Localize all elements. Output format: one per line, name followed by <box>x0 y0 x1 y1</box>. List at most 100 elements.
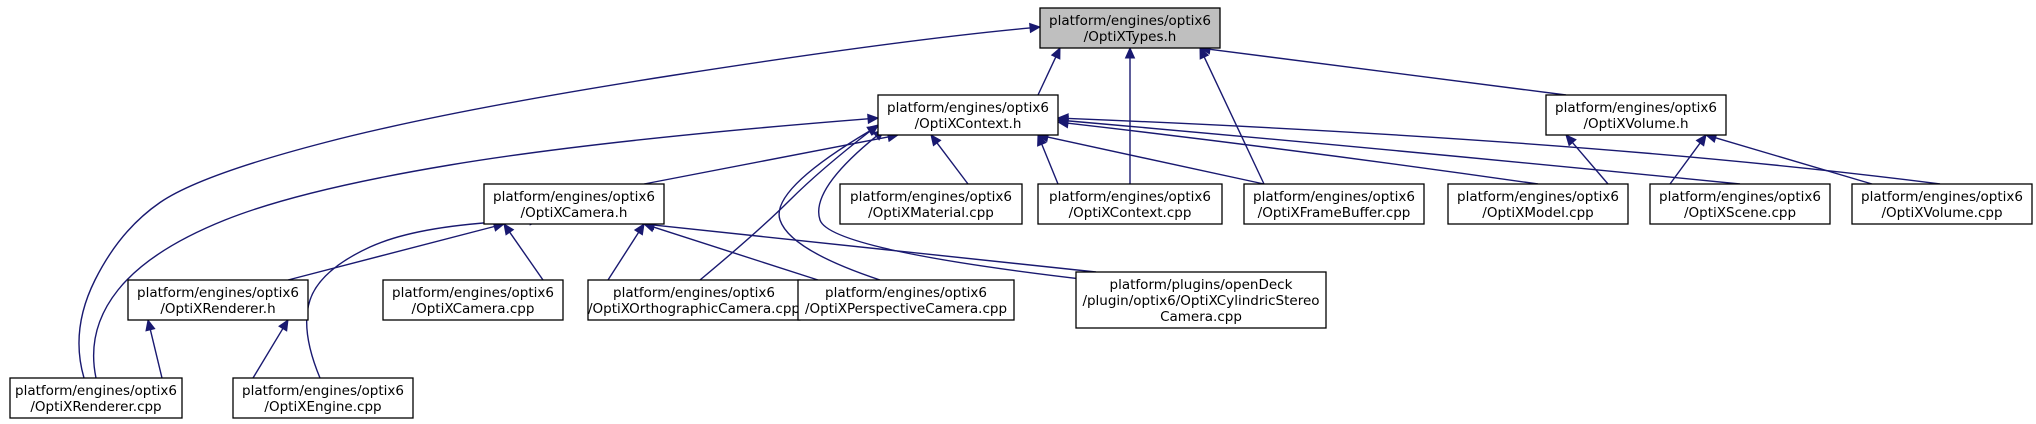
arrowhead-icon <box>1695 134 1707 147</box>
node-label-line: /OptiXModel.cpp <box>1482 205 1593 221</box>
node-volume-h[interactable]: platform/engines/optix6/OptiXVolume.h <box>1545 94 1727 136</box>
node-label-line: platform/engines/optix6 <box>1861 189 2023 205</box>
node-label-line: /OptiXOrthographicCamera.cpp <box>588 301 800 317</box>
edge-line <box>1571 142 1609 185</box>
edge-camera_cpp-to-camera_h <box>503 223 544 281</box>
arrowhead-icon <box>1565 134 1577 147</box>
node-label-line: platform/engines/optix6 <box>392 285 554 301</box>
arrowhead-icon <box>633 222 645 236</box>
node-types[interactable]: platform/engines/optix6/OptiXTypes.h <box>1039 7 1221 49</box>
edge-line <box>287 225 495 281</box>
node-label-line: platform/plugins/openDeck <box>1110 277 1293 293</box>
edge-line <box>149 329 163 379</box>
node-label-line: platform/engines/optix6 <box>1049 189 1211 205</box>
node-box <box>382 279 564 321</box>
node-context-cpp[interactable]: platform/engines/optix6/OptiXContext.cpp <box>1037 183 1223 225</box>
node-box <box>797 279 1015 321</box>
arrowhead-icon <box>1050 46 1061 60</box>
node-box <box>1447 183 1629 225</box>
node-context-h[interactable]: platform/engines/optix6/OptiXContext.h <box>877 94 1059 136</box>
node-engine-cpp[interactable]: platform/engines/optix6/OptiXEngine.cpp <box>232 377 414 419</box>
edge-line <box>818 135 1091 281</box>
node-label-line: /OptiXContext.h <box>915 116 1022 132</box>
node-box <box>1851 183 2033 225</box>
edge-line <box>1715 137 1873 185</box>
arrowhead-icon <box>930 134 942 147</box>
edge-persp_cpp-to-context_h <box>778 125 881 281</box>
node-box <box>587 279 801 321</box>
edge-volume_cpp-to-volume_h <box>1704 132 1873 185</box>
edge-context_cpp-to-context_h <box>1037 133 1059 185</box>
edge-line <box>252 328 284 379</box>
node-label-line: /OptiXRenderer.h <box>160 301 275 317</box>
node-box <box>877 94 1059 136</box>
edge-line <box>1669 142 1701 185</box>
node-label-line: platform/engines/optix6 <box>887 100 1049 116</box>
node-renderer-h[interactable]: platform/engines/optix6/OptiXRenderer.h <box>127 279 309 321</box>
node-box <box>839 183 1023 225</box>
node-label-line: /OptiXPerspectiveCamera.cpp <box>805 301 1007 317</box>
arrowhead-icon <box>278 318 289 332</box>
edge-framebuffer_cpp-to-types <box>1199 46 1265 185</box>
graph-edges <box>78 22 1941 379</box>
graph-nodes: platform/engines/optix6/OptiXTypes.hplat… <box>9 7 2033 419</box>
edge-line <box>643 136 889 185</box>
node-label-line: /OptiXEngine.cpp <box>264 399 381 415</box>
node-label-line: platform/engines/optix6 <box>825 285 987 301</box>
edge-camera_h-to-context_h <box>643 131 900 185</box>
node-label-line: /OptiXTypes.h <box>1084 29 1177 45</box>
node-box <box>1037 183 1223 225</box>
node-renderer-cpp[interactable]: platform/engines/optix6/OptiXRenderer.cp… <box>9 377 183 419</box>
edge-line <box>92 118 869 379</box>
node-cyl-cpp[interactable]: platform/plugins/openDeck/plugin/optix6/… <box>1075 271 1327 329</box>
node-box <box>1649 183 1831 225</box>
node-persp-cpp[interactable]: platform/engines/optix6/OptiXPerspective… <box>797 279 1015 321</box>
edge-renderer_cpp-to-renderer_h <box>145 318 163 379</box>
edge-renderer_h-to-camera_h <box>287 221 506 281</box>
edge-ortho_cpp-to-camera_h <box>607 222 645 281</box>
edge-persp_cpp-to-camera_h <box>642 222 819 281</box>
node-label-line: platform/engines/optix6 <box>1659 189 1821 205</box>
node-label-line: platform/engines/optix6 <box>1049 13 1211 29</box>
edge-line <box>1203 56 1265 185</box>
edge-line <box>1067 117 1941 185</box>
edge-model_cpp-to-volume_h <box>1565 134 1609 185</box>
edge-scene_cpp-to-volume_h <box>1669 134 1707 185</box>
arrowhead-icon <box>1056 113 1069 124</box>
node-volume-cpp[interactable]: platform/engines/optix6/OptiXVolume.cpp <box>1851 183 2033 225</box>
node-box <box>483 183 665 225</box>
node-label-line: platform/engines/optix6 <box>137 285 299 301</box>
node-label-line: /OptiXMaterial.cpp <box>868 205 994 221</box>
edge-volume_cpp-to-context_h <box>1056 113 1941 185</box>
node-label-line: /OptiXVolume.h <box>1583 116 1688 132</box>
edge-line <box>653 226 819 281</box>
node-label-line: platform/engines/optix6 <box>1555 100 1717 116</box>
node-label-line: platform/engines/optix6 <box>850 189 1012 205</box>
arrowhead-icon <box>1037 133 1047 147</box>
node-label-line: /OptiXVolume.cpp <box>1881 205 2002 221</box>
node-scene-cpp[interactable]: platform/engines/optix6/OptiXScene.cpp <box>1649 183 1831 225</box>
node-material-cpp[interactable]: platform/engines/optix6/OptiXMaterial.cp… <box>839 183 1023 225</box>
edge-line <box>78 27 1031 379</box>
edge-line <box>699 130 871 281</box>
node-box <box>1545 94 1727 136</box>
edge-context_h-to-types <box>1037 46 1061 96</box>
node-label-line: /OptiXCamera.h <box>521 205 628 221</box>
node-box <box>232 377 414 419</box>
node-label-line: /OptiXContext.cpp <box>1069 205 1192 221</box>
node-label-line: platform/engines/optix6 <box>1253 189 1415 205</box>
node-ortho-cpp[interactable]: platform/engines/optix6/OptiXOrthographi… <box>587 279 801 321</box>
node-label-line: platform/engines/optix6 <box>242 383 404 399</box>
node-label-line: /OptiXScene.cpp <box>1684 205 1796 221</box>
node-box <box>1075 271 1327 329</box>
edge-line <box>1209 48 1567 96</box>
node-label-line: /OptiXCamera.cpp <box>412 301 535 317</box>
node-model-cpp[interactable]: platform/engines/optix6/OptiXModel.cpp <box>1447 183 1629 225</box>
arrowhead-icon <box>145 318 156 332</box>
edge-line <box>1041 143 1059 185</box>
node-label-line: /OptiXRenderer.cpp <box>30 399 161 415</box>
node-camera-cpp[interactable]: platform/engines/optix6/OptiXCamera.cpp <box>382 279 564 321</box>
node-camera-h[interactable]: platform/engines/optix6/OptiXCamera.h <box>483 183 665 225</box>
node-framebuffer-cpp[interactable]: platform/engines/optix6/OptiXFrameBuffer… <box>1243 183 1425 225</box>
